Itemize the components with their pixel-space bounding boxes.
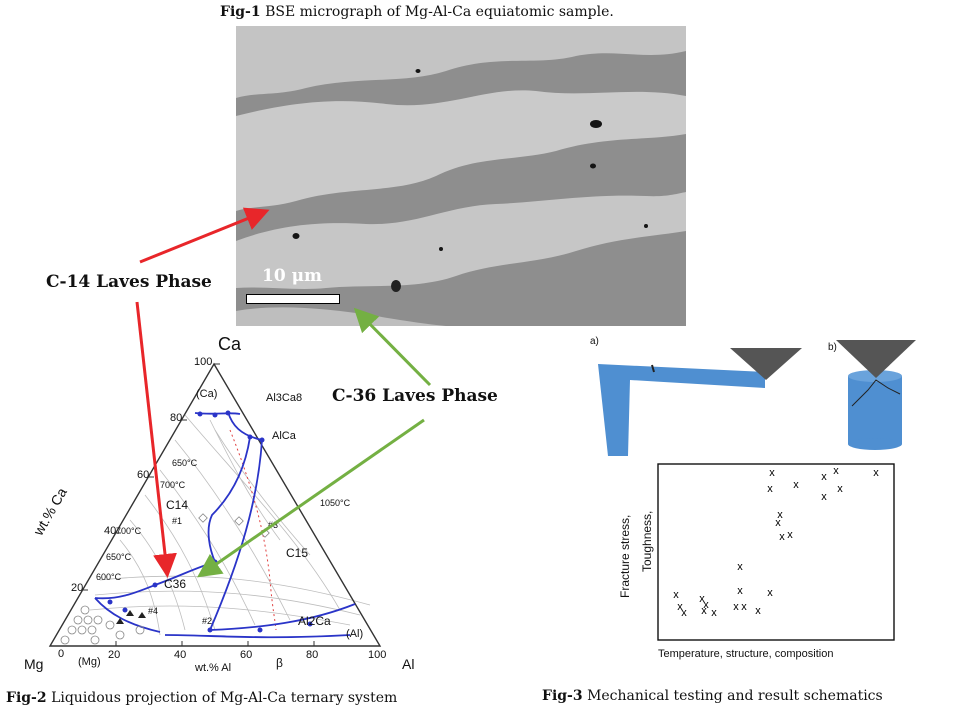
phase-c14: C14 [166,498,189,512]
scatter-x-marker: x [821,491,827,503]
marker-label: #2 [202,616,213,626]
c14-laves-label: C-14 Laves Phase [46,272,212,292]
scatter-x-marker: x [793,479,799,491]
red-arrow-to-micrograph [139,207,270,264]
scale-bar [246,294,340,304]
scatter-x-marker: x [733,601,739,613]
phase-al3ca8: Al3Ca8 [266,392,303,404]
vertex-al-label: Al [402,656,415,672]
temp-label: 650°C [172,458,198,468]
scatter-x-marker: x [769,467,775,479]
scale-bar-label: 10 μm [262,266,323,286]
region-mg: (Mg) [78,656,101,668]
fig1-caption-text: BSE micrograph of Mg-Al-Ca equiatomic sa… [265,4,614,20]
marker-label: #1 [172,516,183,526]
scatter-x-marker: x [673,589,679,601]
panel-b-label: b) [828,342,837,353]
bottom-tick-40: 40 [174,649,187,661]
temp-label: 600°C [96,572,122,582]
region-al: (Al) [346,628,364,640]
bse-micrograph: 10 μm [236,26,686,326]
scatter-x-marker: x [821,471,827,483]
scatter-x-marker: x [779,531,785,543]
scatter-x-marker: x [755,605,761,617]
scatter-x-marker: x [767,483,773,495]
bottom-tick-100: 100 [368,649,387,661]
phase-alca: AlCa [272,430,296,442]
fig2-caption-text: Liquidous projection of Mg-Al-Ca ternary… [51,690,398,706]
red-arrow-to-c14 [135,301,177,578]
scatter-x-marker: x [775,517,781,529]
left-tick-60: 60 [137,469,150,481]
fig3-caption: Fig-3 Mechanical testing and result sche… [542,688,883,704]
scatter-x-marker: x [787,529,793,541]
scatter-x-marker: x [837,483,843,495]
scatter-x-marker: x [677,601,683,613]
temp-label: 700°C [116,526,142,536]
bottom-tick-60: 60 [240,649,253,661]
fig3-caption-bold: Fig-3 [542,688,583,704]
fig1-caption-bold: Fig-1 [220,4,261,20]
fig2-caption: Fig-2 Liquidous projection of Mg-Al-Ca t… [6,690,397,706]
left-tick-0: 0 [58,648,65,660]
left-tick-40: 40 [104,525,117,537]
scatter-x-marker: x [701,605,707,617]
ternary-diagram: Ca Mg Al wt.% Ca wt.% Al 100 80 60 40 20… [0,330,430,680]
scatter-x-marker: x [737,561,743,573]
green-arrow-to-micrograph [353,307,432,387]
scatter-x-marker: x [703,599,709,611]
fig2-caption-bold: Fig-2 [6,690,47,706]
ylabel-toughness: Toughness, [640,510,654,572]
phase-c36: C36 [164,577,187,591]
vertex-mg-label: Mg [24,656,44,672]
phase-beta: β [276,656,283,670]
xlabel: Temperature, structure, composition [658,648,834,660]
scatter-x-marker: x [741,601,747,613]
c36-laves-label: C-36 Laves Phase [332,386,498,406]
fig3-caption-text: Mechanical testing and result schematics [587,688,883,704]
region-ca: (Ca) [196,388,218,400]
temp-label: 700°C [160,480,186,490]
scatter-x-marker: x [737,585,743,597]
scatter-x-marker: x [699,593,705,605]
left-tick-20: 20 [71,582,84,594]
green-arrow-to-c36 [197,418,425,578]
left-tick-80: 80 [170,412,183,424]
ylabel-fracture-stress: Fracture stress, [618,514,632,598]
scatter-x-marker: x [711,607,717,619]
temp-label: 1050°C [320,498,351,508]
temp-label: 650°C [106,552,132,562]
bottom-tick-80: 80 [306,649,319,661]
scatter-x-marker: x [681,607,687,619]
axis-bottom-label: wt.% Al [195,662,232,674]
scatter-x-marker: x [767,587,773,599]
scatter-x-marker: x [873,467,879,479]
scatter-x-marker: x [777,509,783,521]
vertex-ca-label: Ca [218,334,242,354]
phase-c15: C15 [286,546,309,560]
scatter-x-marker: x [833,465,839,477]
panel-a-label: a) [590,336,599,347]
left-tick-100: 100 [194,356,213,368]
phase-al2ca: Al2Ca [298,614,331,628]
marker-label: #4 [148,606,159,616]
bottom-tick-20: 20 [108,649,121,661]
fig1-caption: Fig-1 BSE micrograph of Mg-Al-Ca equiato… [220,4,614,20]
